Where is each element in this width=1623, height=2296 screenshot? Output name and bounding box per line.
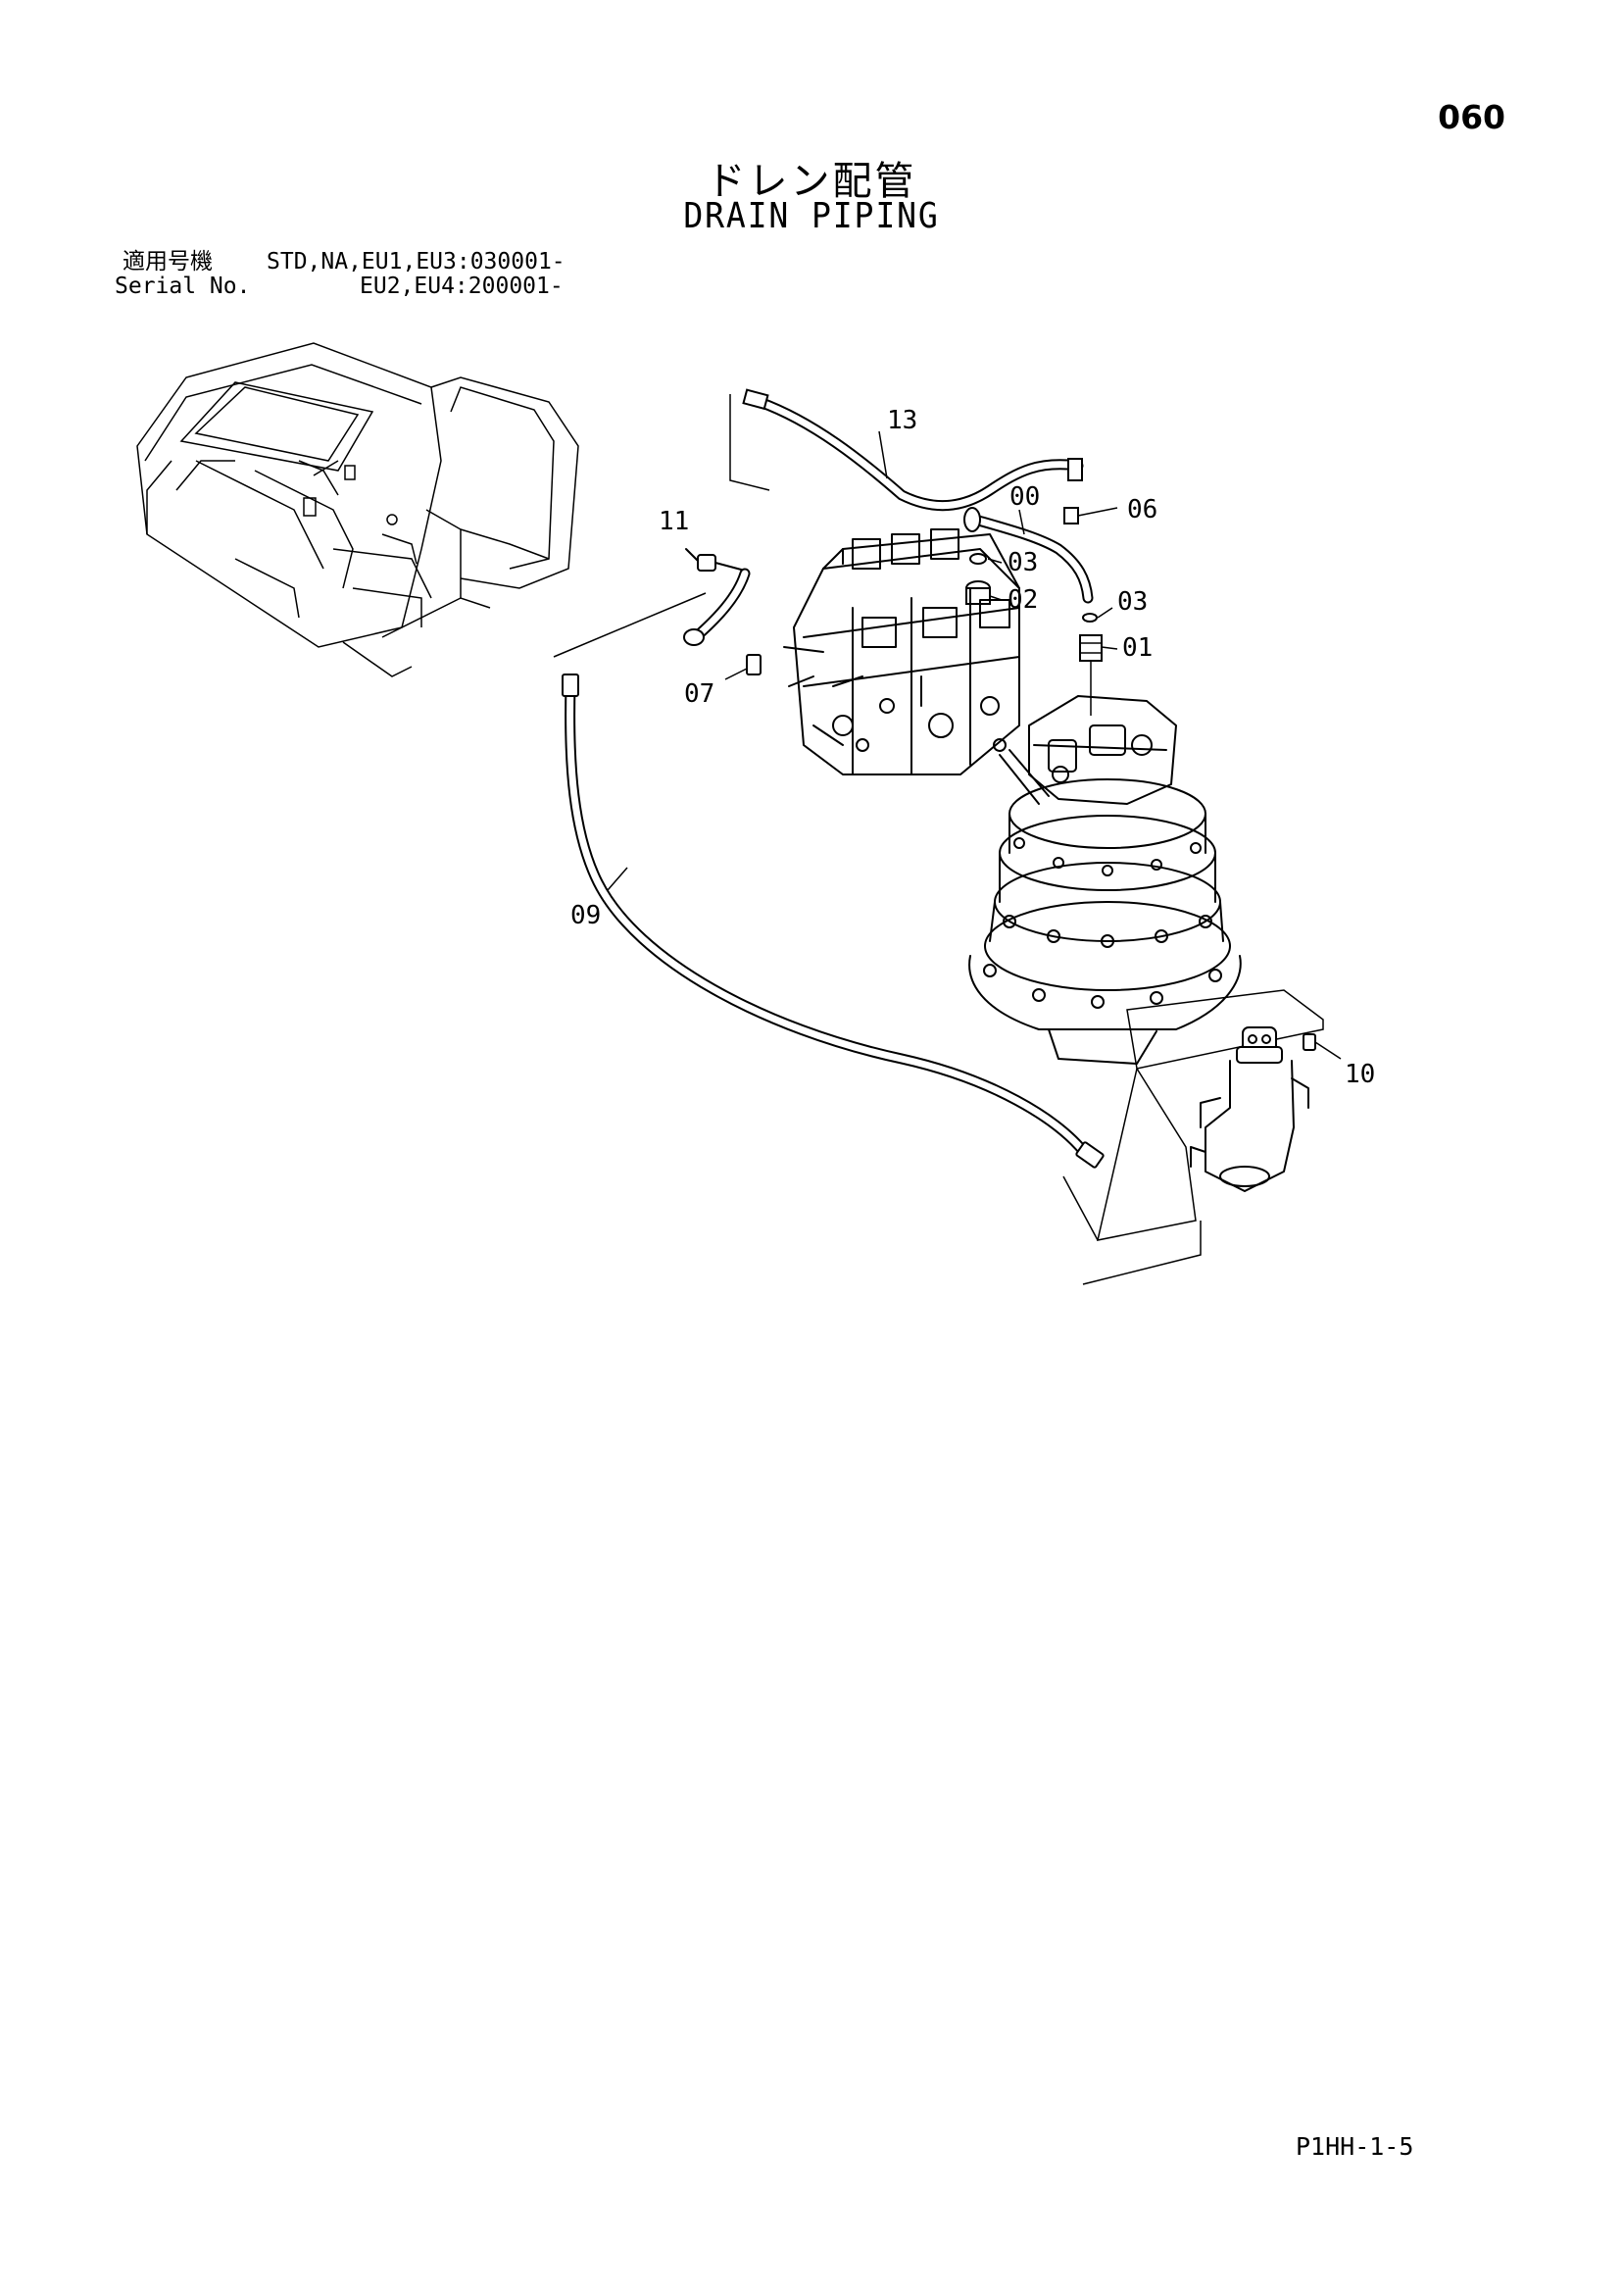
motor-bolts [983,837,1222,1009]
elbow-11 [683,548,751,646]
serial-range-1: STD,NA,EU1,EU3:030001- [267,249,566,275]
callout-06: 06 [1127,495,1157,524]
excavator-overview [136,342,579,677]
reference-lines [553,394,1324,1285]
callout-07: 07 [684,679,714,709]
serial-label-japanese: 適用号機 [123,249,213,275]
callout-03-lower: 03 [1117,587,1148,617]
serial-label-english: Serial No. [115,274,251,299]
o-ring-03-lower [1082,607,1113,623]
adapter-01 [1079,634,1118,716]
callout-03-upper: 03 [1008,548,1038,577]
callout-10: 10 [1345,1060,1375,1089]
hose-09 [562,674,1105,1169]
serial-range-2: EU2,EU4:200001- [360,274,564,299]
document-code: P1HH-1-5 [1296,2132,1414,2161]
swing-motor [968,695,1242,1065]
page-number: 060 [1438,98,1505,136]
callout-00: 00 [1009,482,1040,512]
title-japanese: ドレン配管 [706,159,917,204]
callout-02: 02 [1008,585,1038,615]
callout-09: 09 [570,901,601,930]
callout-labels: 13 00 06 11 03 02 03 01 07 09 10 [570,406,1375,1089]
callout-13: 13 [887,406,917,435]
title-english: DRAIN PIPING [683,196,940,236]
fitting-06 [1063,507,1118,524]
fitting-07 [724,654,762,680]
center-joint [1190,1026,1342,1192]
callout-11: 11 [659,507,689,536]
hose-13 [742,388,1084,512]
pipe-00 [963,507,1094,604]
control-valve [783,528,1020,775]
callout-01: 01 [1122,633,1153,663]
